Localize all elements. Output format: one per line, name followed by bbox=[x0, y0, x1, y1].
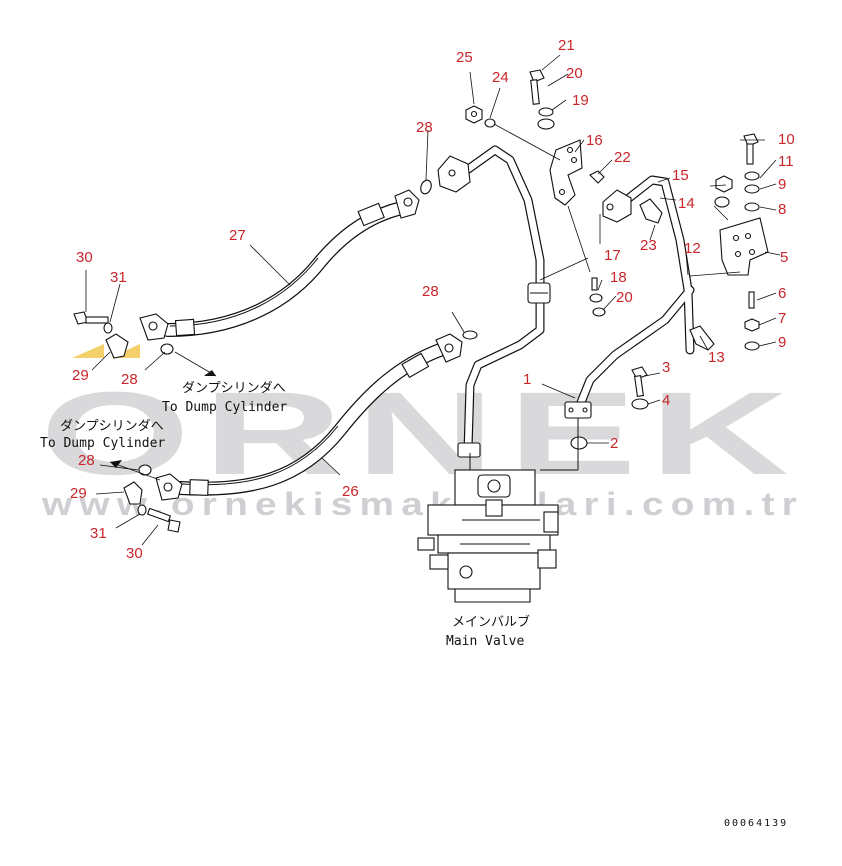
callout-9-upper: 9 bbox=[778, 176, 786, 193]
washer-4 bbox=[631, 398, 649, 410]
o-ring-28-mid bbox=[462, 330, 478, 340]
callout-23: 23 bbox=[640, 237, 657, 254]
callout-24: 24 bbox=[492, 69, 509, 86]
clip-23 bbox=[639, 198, 663, 224]
clip-13 bbox=[689, 325, 715, 351]
callout-17: 17 bbox=[604, 247, 621, 264]
callout-31-upper: 31 bbox=[110, 269, 127, 286]
washer-19 bbox=[538, 107, 554, 117]
callout-11: 11 bbox=[778, 153, 794, 170]
callouts: 1 2 3 4 5 6 7 8 9 9 10 11 12 13 14 15 16… bbox=[70, 37, 795, 562]
hose-27 bbox=[139, 189, 420, 341]
bolt-30-lower bbox=[146, 507, 181, 533]
o-ring-28-left-upper bbox=[160, 343, 174, 355]
bolt-3 bbox=[631, 366, 648, 397]
callout-28-top: 28 bbox=[416, 119, 433, 136]
hose-26 bbox=[155, 333, 463, 501]
clamp-29-upper bbox=[105, 333, 129, 359]
nut-7 bbox=[744, 318, 760, 332]
clamp-29-lower bbox=[123, 481, 143, 505]
callout-6: 6 bbox=[778, 285, 786, 302]
callout-7: 7 bbox=[778, 310, 786, 327]
callout-22: 22 bbox=[614, 149, 631, 166]
bolt-21 bbox=[529, 69, 545, 105]
pipe-left bbox=[437, 145, 551, 458]
bracket-5 bbox=[714, 133, 769, 351]
leader-lines bbox=[85, 54, 781, 546]
callout-8: 8 bbox=[778, 201, 786, 218]
nut-15 bbox=[715, 175, 733, 193]
caption-main-valve-en: Main Valve bbox=[446, 634, 524, 649]
callout-4: 4 bbox=[662, 392, 670, 409]
bolt-6 bbox=[748, 291, 755, 309]
nut-25 bbox=[465, 105, 483, 124]
callout-20-lower: 20 bbox=[616, 289, 633, 306]
callout-16: 16 bbox=[586, 132, 603, 149]
callout-21: 21 bbox=[558, 37, 575, 54]
callout-29-lower: 29 bbox=[70, 485, 87, 502]
callout-26: 26 bbox=[342, 483, 359, 500]
callout-19: 19 bbox=[572, 92, 589, 109]
document-number: 00064139 bbox=[724, 818, 788, 829]
bolt-30-upper bbox=[73, 311, 109, 325]
callout-30-lower: 30 bbox=[126, 545, 143, 562]
washer-11 bbox=[744, 171, 760, 181]
captions: ダンプシリンダへ To Dump Cylinder ダンプシリンダへ To Du… bbox=[40, 381, 530, 649]
callout-9-lower: 9 bbox=[778, 334, 786, 351]
callout-28-left-lower: 28 bbox=[78, 452, 95, 469]
callout-31-lower: 31 bbox=[90, 525, 107, 542]
arrow-dump-upper bbox=[204, 370, 216, 376]
caption-dump-cylinder-jp-upper: ダンプシリンダへ bbox=[182, 381, 286, 396]
callout-14: 14 bbox=[678, 195, 695, 212]
callout-18: 18 bbox=[610, 269, 627, 286]
caption-main-valve-jp: メインバルブ bbox=[452, 614, 530, 630]
arrow-dump-lower bbox=[110, 460, 122, 468]
bracket-16 bbox=[529, 69, 605, 206]
callout-28-mid: 28 bbox=[422, 283, 439, 300]
washer-31-upper bbox=[103, 322, 113, 334]
washer-24 bbox=[484, 118, 496, 128]
callout-15: 15 bbox=[672, 167, 689, 184]
washer-14 bbox=[714, 196, 730, 208]
caption-dump-cylinder-en-upper: To Dump Cylinder bbox=[162, 400, 287, 415]
callout-20-upper: 20 bbox=[566, 65, 583, 82]
pipe-12 bbox=[564, 175, 695, 419]
caption-dump-cylinder-jp-lower: ダンプシリンダへ bbox=[60, 419, 164, 434]
callout-2: 2 bbox=[610, 435, 618, 452]
washer-31-lower bbox=[137, 504, 147, 516]
callout-5: 5 bbox=[780, 249, 788, 266]
watermark-accent-left bbox=[72, 344, 104, 358]
callout-30-upper: 30 bbox=[76, 249, 93, 266]
callout-29-upper: 29 bbox=[72, 367, 89, 384]
washer-8 bbox=[744, 202, 760, 212]
bolt-18 bbox=[591, 277, 598, 291]
callout-12: 12 bbox=[684, 240, 701, 257]
o-ring-2 bbox=[570, 436, 588, 450]
callout-10: 10 bbox=[778, 131, 795, 148]
washer-20 bbox=[592, 307, 606, 317]
caption-dump-cylinder-en-lower: To Dump Cylinder bbox=[40, 436, 165, 451]
callout-13: 13 bbox=[708, 349, 725, 366]
callout-1: 1 bbox=[523, 371, 531, 388]
callout-28-left-upper: 28 bbox=[121, 371, 138, 388]
o-ring-28-top bbox=[420, 179, 432, 195]
callout-27: 27 bbox=[229, 227, 246, 244]
callout-25: 25 bbox=[456, 49, 473, 66]
watermark-brand: ORNEK bbox=[40, 368, 802, 500]
main-valve bbox=[417, 418, 579, 603]
callout-3: 3 bbox=[662, 359, 670, 376]
